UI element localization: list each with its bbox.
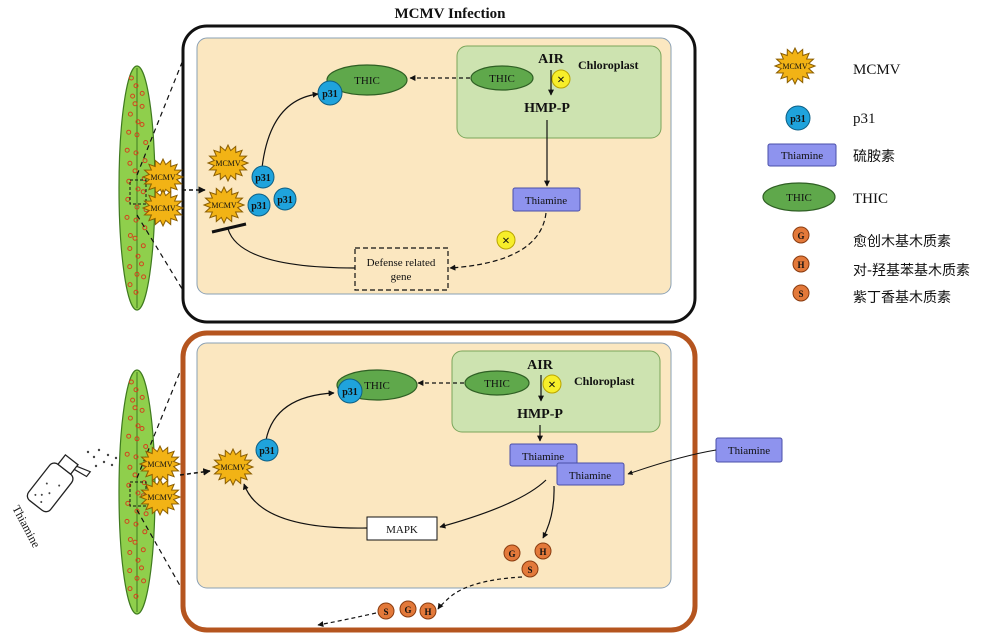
svg-text:Thiamine: Thiamine	[728, 445, 770, 457]
svg-text:G: G	[508, 549, 515, 559]
legend-p31-label: p31	[853, 111, 876, 127]
mcmv-leaf-top-2: MCMV	[143, 190, 183, 226]
mapk-label: MAPK	[386, 524, 418, 536]
svg-text:Thiamine: Thiamine	[569, 470, 611, 482]
svg-text:MCMV: MCMV	[782, 62, 808, 71]
svg-text:MCMV: MCMV	[147, 460, 173, 469]
mcmv-virus-top-1: MCMV	[208, 145, 248, 181]
svg-text:p31: p31	[342, 387, 358, 398]
mcmv-virus-bottom: MCMV	[213, 449, 253, 485]
svg-text:MCMV: MCMV	[147, 493, 173, 502]
hmpp-top: HMP-P	[524, 101, 570, 116]
air-top: AIR	[538, 52, 565, 67]
legend-h-label: 对-羟基苯基木质素	[853, 262, 970, 279]
svg-text:MCMV: MCMV	[150, 173, 176, 182]
svg-text:H: H	[424, 607, 431, 617]
svg-text:MCMV: MCMV	[215, 159, 241, 168]
svg-text:THIC: THIC	[786, 192, 812, 204]
defense-gene-label-1: Defense related	[367, 257, 436, 269]
spray-bottle-icon	[25, 450, 90, 519]
svg-text:p31: p31	[255, 173, 271, 184]
svg-text:MCMV: MCMV	[150, 204, 176, 213]
svg-text:p31: p31	[251, 201, 267, 212]
thic-cyto-top-label: THIC	[354, 75, 380, 87]
legend-thiamine-label: 硫胺素	[853, 149, 895, 165]
defense-gene-box	[355, 248, 448, 290]
svg-text:Thiamine: Thiamine	[781, 150, 823, 162]
legend-mcmv-label: MCMV	[853, 62, 901, 78]
mcmv-leaf-bottom-2: MCMV	[140, 479, 180, 515]
bottom-panel: Thiamine Chloroplast AIR THIC × HMP-P TH…	[9, 333, 782, 630]
mcmv-virus-top-2: MCMV	[204, 187, 244, 223]
svg-text:×: ×	[548, 378, 556, 393]
legend-mcmv: MCMV	[775, 48, 815, 84]
lignin-cluster-wall: S G H	[378, 601, 436, 619]
svg-text:THIC: THIC	[484, 378, 510, 390]
svg-text:G: G	[797, 231, 804, 241]
svg-text:S: S	[527, 565, 532, 575]
inhibit-mark-2: ×	[502, 234, 510, 249]
legend: MCMV MCMV p31 p31 Thiamine 硫胺素 THIC THIC…	[763, 48, 970, 306]
figure-title: MCMV Infection	[395, 6, 507, 22]
svg-text:G: G	[404, 605, 411, 615]
svg-text:p31: p31	[790, 114, 806, 125]
svg-text:p31: p31	[259, 446, 275, 457]
top-panel: Chloroplast AIR THIC × HMP-P Thiamine TH…	[119, 26, 695, 322]
thiamine-top-label: Thiamine	[525, 195, 567, 207]
legend-thic-label: THIC	[853, 191, 888, 207]
svg-text:MCMV: MCMV	[220, 463, 246, 472]
svg-text:p31: p31	[277, 195, 293, 206]
spray-label: Thiamine	[9, 503, 43, 550]
svg-text:H: H	[797, 260, 804, 270]
svg-text:THIC: THIC	[364, 380, 390, 392]
chloroplast-bottom-label: Chloroplast	[574, 374, 634, 388]
inhibit-mark: ×	[557, 73, 565, 88]
hmpp-bottom: HMP-P	[517, 407, 563, 422]
svg-text:Thiamine: Thiamine	[522, 451, 564, 463]
legend-g-label: 愈创木基木质素	[853, 233, 951, 250]
p31-bound-top-label: p31	[322, 89, 338, 100]
svg-text:S: S	[383, 607, 388, 617]
svg-text:S: S	[798, 289, 803, 299]
svg-text:H: H	[539, 547, 546, 557]
svg-text:MCMV: MCMV	[211, 201, 237, 210]
defense-gene-label-2: gene	[391, 271, 412, 283]
mcmv-leaf-bottom-1: MCMV	[140, 446, 180, 482]
spray-mist	[87, 449, 117, 467]
air-bottom: AIR	[527, 358, 554, 373]
thic-chloroplast-top-label: THIC	[489, 73, 515, 85]
chloroplast-top-label: Chloroplast	[578, 58, 638, 72]
legend-s-label: 紫丁香基木质素	[853, 289, 951, 306]
